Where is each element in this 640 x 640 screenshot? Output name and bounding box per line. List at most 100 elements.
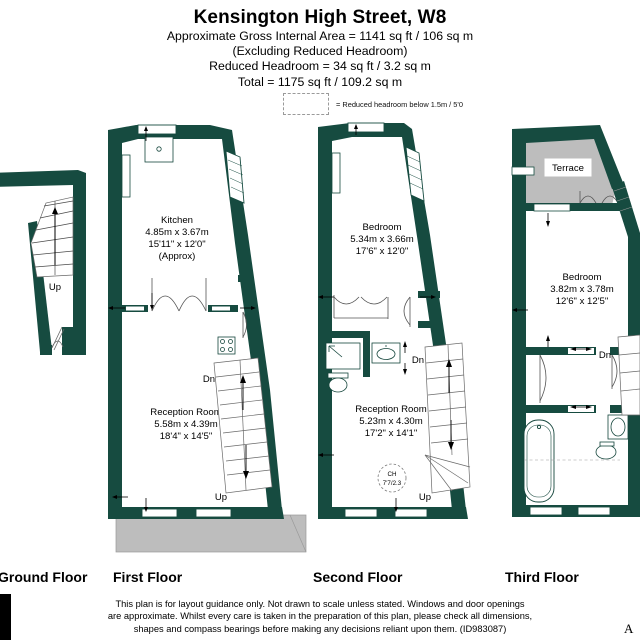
floorplan-drawing: Up [0,122,640,553]
first-floor-balcony [115,514,307,553]
third-terrace-gap [511,166,535,176]
first-window-2 [195,508,232,518]
room-label-second-reception: Reception Room 5.23m x 4.30m 17'2" x 14'… [355,404,426,439]
floor-caption-second: Second Floor [313,569,403,585]
room-label-second-bedroom: Bedroom 5.34m x 3.66m 17'6" x 12'0" [350,222,413,257]
kitchen-name: Kitchen [161,215,193,226]
first-stair-label-dn: Dn [203,374,215,385]
third-stair-label-dn: Dn [599,350,611,361]
ceiling-height-marker: CH 7'7/2.3 [377,463,407,493]
floor-caption-first: First Floor [113,569,183,585]
first-window-1 [141,508,178,518]
first-window-top [137,124,177,135]
second-reception-name: Reception Room [355,404,426,415]
legend: = Reduced headroom below 1.5m / 5'0 [283,93,463,115]
third-bedroom-imperial: 12'6" x 12'5" [556,296,609,307]
third-washbasin-icon [607,414,629,440]
second-reception-imperial: 17'2" x 14'1" [365,428,418,439]
first-door-gap-left [126,306,144,311]
ch-value: 7'7/2.3 [383,480,402,487]
first-double-door [151,278,207,312]
first-staircase [213,357,273,494]
corner-marker [0,594,11,640]
third-toilet-icon [595,441,617,460]
ground-stair-label-up: Up [49,282,61,293]
second-reception-metric: 5.23m x 4.30m [359,416,422,427]
ground-wall-bottom-left [40,345,52,355]
compass-icon: A [624,621,634,636]
second-staircase [424,342,471,494]
area-line-4: Total = 1175 sq ft / 109.2 sq m [237,74,403,89]
kitchen-metric: 4.85m x 3.67m [145,227,208,238]
first-reception-metric: 5.58m x 4.39m [154,419,217,430]
second-dimension-arrows [318,124,436,512]
second-stair-direction-arrows [446,359,454,450]
third-dimension-arrows [512,213,592,409]
page-title: Kensington High Street, W8 [193,7,447,28]
second-stair-label-dn: Dn [412,355,424,366]
area-line-2: (Excluding Reduced Headroom) [232,44,408,59]
toilet-icon [327,372,349,393]
third-hall-door-gap-top [568,348,594,354]
second-window-1 [344,508,378,518]
third-window-2 [577,506,611,516]
second-window-2 [394,508,428,518]
terrace-label: Terrace [544,158,592,177]
second-window-right [405,146,425,202]
first-left-recess [121,154,131,198]
second-bathroom-arrows [403,341,407,375]
second-window-top [347,122,385,133]
terrace-label-text: Terrace [552,163,584,174]
floor-caption-ground: Ground Floor [0,569,88,585]
kitchen-note: (Approx) [159,251,196,262]
first-reception-imperial: 18'4" x 14'5" [160,431,213,442]
third-floor-plan: Terrace [511,125,640,517]
legend-label: = Reduced headroom below 1.5m / 5'0 [336,99,463,109]
third-bedroom-metric: 3.82m x 3.78m [550,284,613,295]
third-left-wall [512,203,526,510]
second-landing-wall-2 [418,321,442,328]
kitchen-imperial: 15'11" x 12'0" [148,239,205,250]
first-window-right [225,150,245,204]
third-divider-window [533,203,571,212]
third-corridor-doors [539,354,618,403]
kitchen-hob-icon [217,336,236,355]
footer-line-2: are approximate. Whilst every care is ta… [107,611,533,622]
area-line-1: Approximate Gross Internal Area = 1141 s… [166,29,474,43]
second-bedroom-name: Bedroom [363,222,402,233]
second-wardrobe-doors [333,295,389,319]
third-window-1 [529,506,563,516]
second-door-swing [403,296,411,327]
ground-floor-plan: Up [0,170,86,355]
third-bathroom-door-gap [568,406,594,412]
second-stair-label-up: Up [419,492,431,503]
room-label-third-bedroom: Bedroom 3.82m x 3.78m 12'6" x 12'5" [550,272,613,307]
second-floor-plan: Bedroom 5.34m x 3.66m 17'6" x 12'0" [318,122,471,519]
area-line-3: Reduced Headroom = 34 sq ft / 3.2 sq m [209,59,431,74]
first-landing-door [242,311,247,338]
first-stair-direction-arrows [240,375,249,479]
ground-entrance-door [51,326,65,351]
first-floor-plan: Kitchen 4.85m x 3.67m 15'11" x 12'0" (Ap… [108,124,307,553]
third-staircase [617,334,640,416]
floor-caption-third: Third Floor [505,569,579,585]
first-stair-label-up: Up [215,492,227,503]
shower-icon [325,342,361,370]
room-label-first-reception: Reception Room 5.58m x 4.39m 18'4" x 14'… [150,407,221,442]
ground-up-arrow-icon [52,207,58,265]
second-bottom-wall [318,507,468,519]
kitchen-sink-icon [144,136,174,163]
third-terrace-walls [512,125,624,205]
ground-staircase [30,196,74,278]
second-landing-wall [418,291,440,298]
first-floor-walls [108,125,282,510]
washbasin-icon [371,342,401,364]
first-reception-name: Reception Room [150,407,221,418]
second-bathroom-walls [318,331,370,377]
room-label-kitchen: Kitchen 4.85m x 3.67m 15'11" x 12'0" (Ap… [145,215,208,262]
ch-label: CH [388,471,397,478]
footer-disclaimer: This plan is for layout guidance only. N… [0,598,640,635]
first-dimension-arrows [108,126,256,512]
second-left-recess [331,152,341,194]
